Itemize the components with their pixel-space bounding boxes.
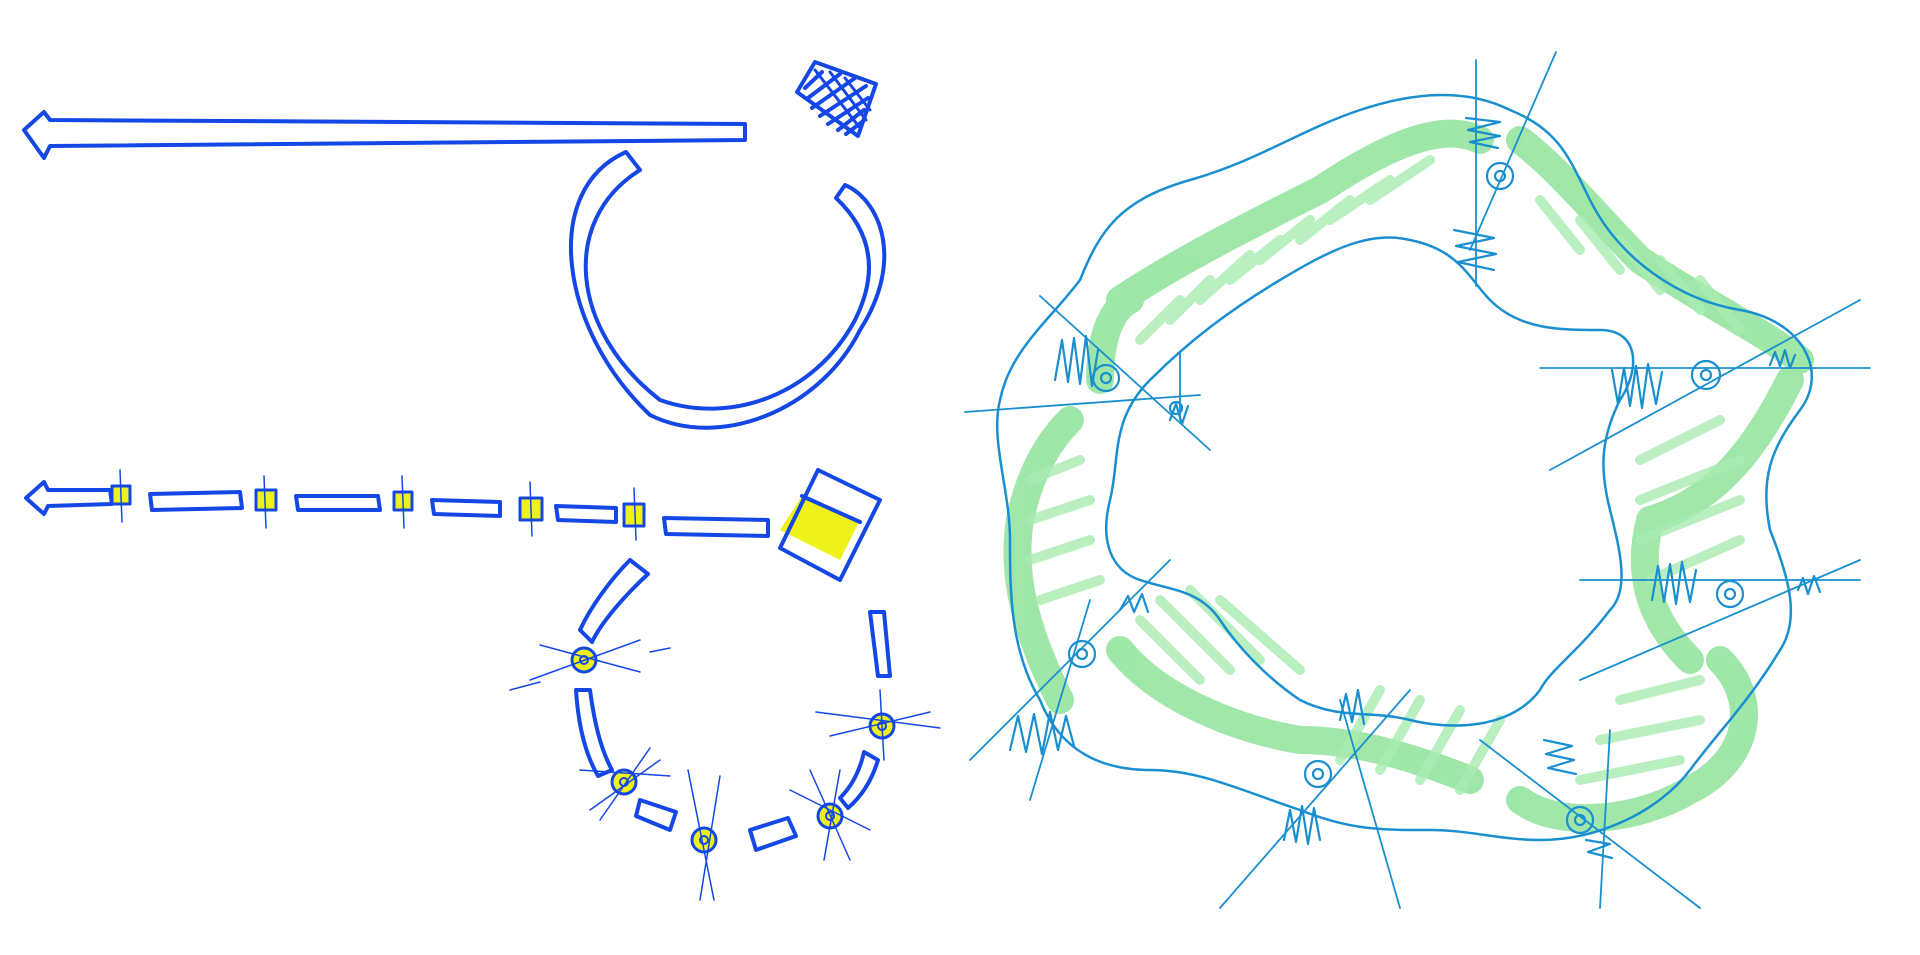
hatched-square bbox=[795, 60, 878, 138]
arrow-segment bbox=[430, 498, 502, 518]
spring-hinge bbox=[1610, 348, 1797, 410]
spring-hinge bbox=[1542, 738, 1614, 860]
spring-hinge bbox=[1650, 560, 1822, 609]
arrow-segment bbox=[554, 504, 618, 524]
spring-hinge bbox=[1282, 688, 1366, 846]
ring-joint bbox=[579, 747, 671, 821]
spring-hinge bbox=[1168, 402, 1190, 426]
arrow-joint bbox=[392, 475, 414, 529]
ring-segment bbox=[868, 610, 892, 678]
arrow-head-segment bbox=[24, 480, 114, 516]
arrow-joint bbox=[518, 481, 544, 537]
arrow-segment bbox=[662, 516, 770, 538]
wavy-ring-inner bbox=[1105, 236, 1635, 727]
arrow-joint bbox=[110, 469, 132, 523]
segmented-arrow bbox=[24, 469, 770, 541]
ring-segment bbox=[748, 816, 798, 852]
arrow-joint bbox=[254, 475, 278, 529]
arrow-joint bbox=[622, 487, 646, 541]
spring-hinge bbox=[1053, 334, 1184, 416]
right-sketch bbox=[964, 51, 1871, 909]
ring-joint bbox=[815, 689, 941, 761]
spring-hinges bbox=[1008, 116, 1822, 860]
open-ring bbox=[569, 150, 887, 430]
ring-segment bbox=[838, 750, 880, 810]
wavy-ring-outer bbox=[996, 93, 1813, 842]
left-sketch bbox=[22, 60, 941, 901]
ring-joint bbox=[789, 769, 871, 861]
spring-hinge bbox=[1008, 592, 1150, 756]
hinged-box bbox=[778, 468, 882, 582]
ring-joint bbox=[687, 769, 721, 901]
ring-joint bbox=[509, 639, 671, 691]
spring-hinge bbox=[1452, 116, 1515, 272]
ring-segment bbox=[574, 688, 614, 778]
ring-segment bbox=[578, 558, 650, 644]
long-arrow bbox=[22, 110, 747, 160]
ring-segment bbox=[634, 798, 678, 832]
arrow-segment bbox=[294, 494, 382, 512]
arrow-segment bbox=[148, 490, 244, 512]
segmented-ring bbox=[509, 558, 941, 901]
